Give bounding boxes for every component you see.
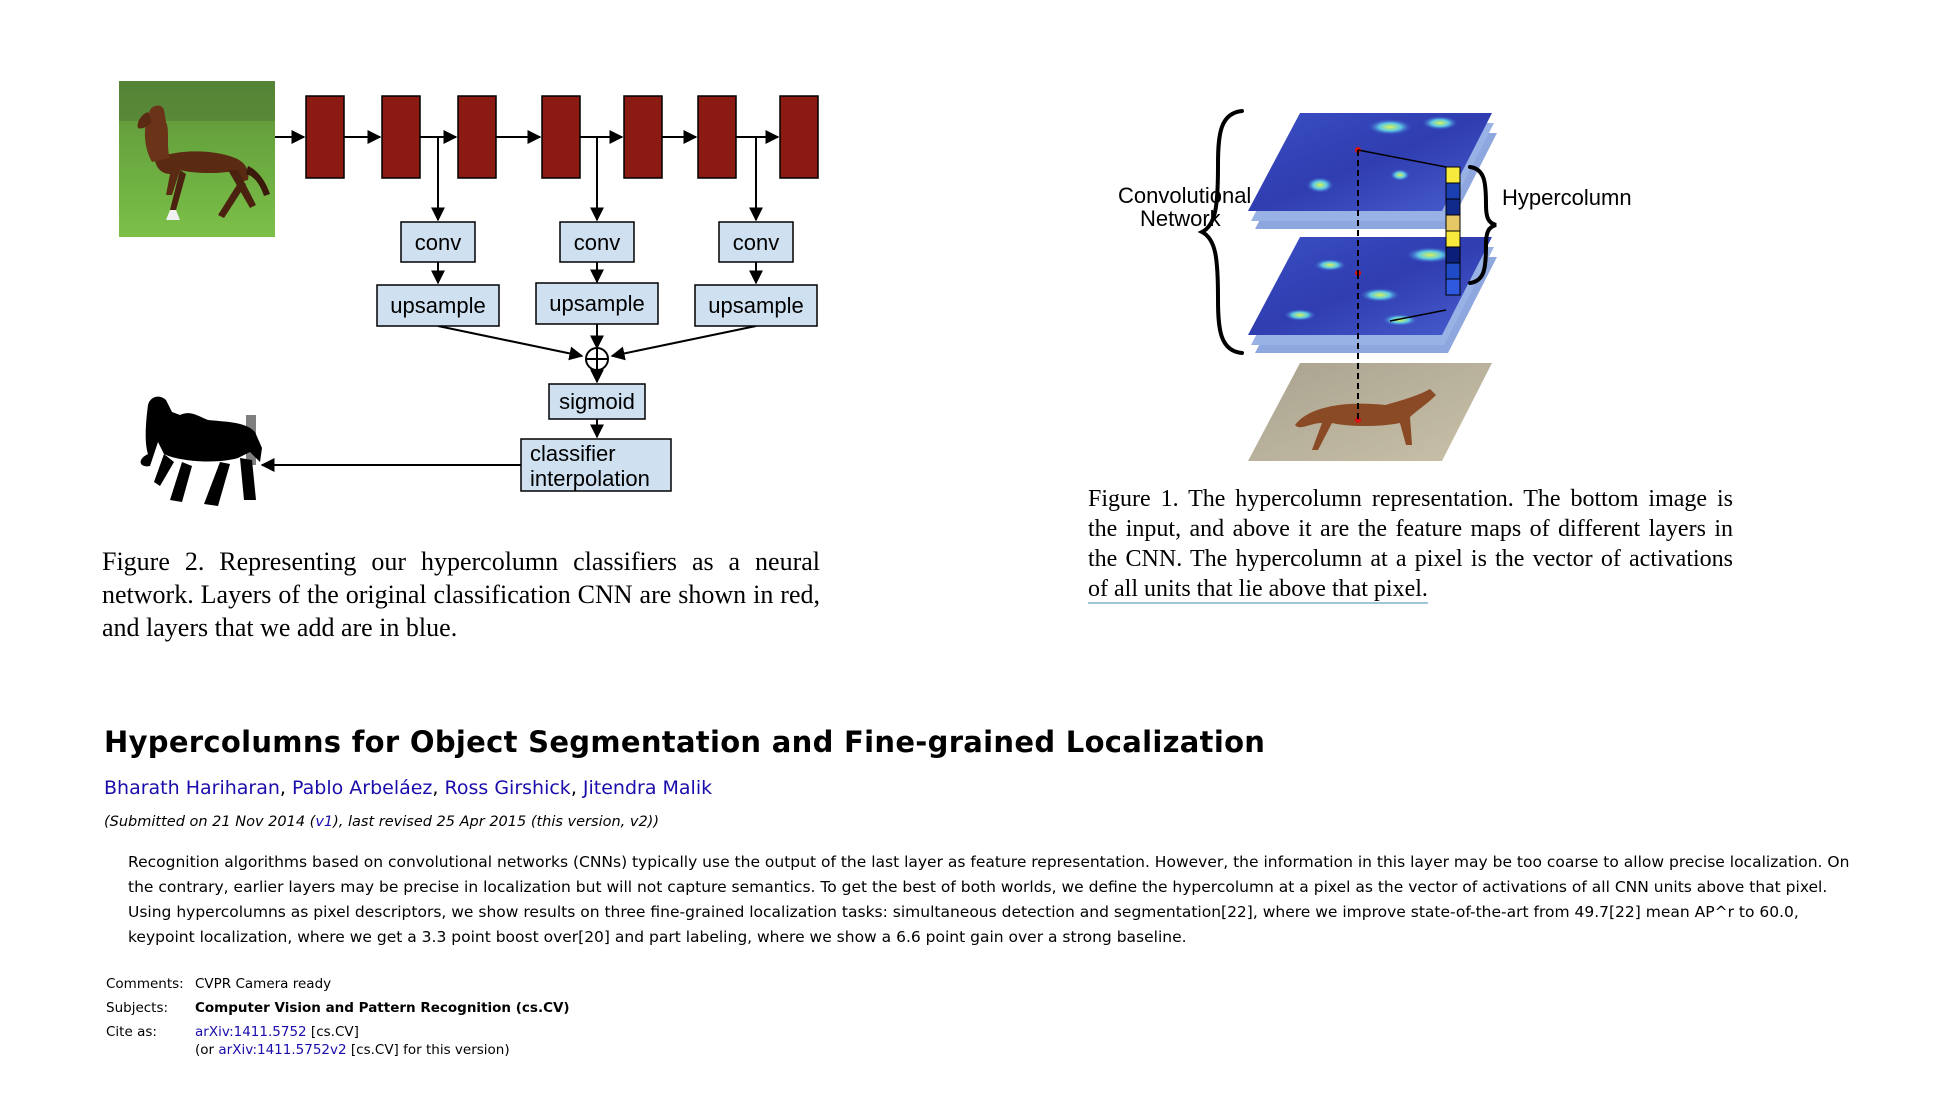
cnn-layer-7 — [779, 95, 819, 179]
cnn-layer-2 — [381, 95, 421, 179]
subjects-row: Subjects: Computer Vision and Pattern Re… — [106, 999, 570, 1023]
subjects-label: Subjects: — [106, 1000, 169, 1016]
author-list: Bharath Hariharan, Pablo Arbeláez, Ross … — [104, 777, 712, 799]
author-separator: , — [432, 777, 445, 799]
cite-version-suffix: [cs.CV] for this version) — [346, 1042, 510, 1058]
cite-version-prefix: (or — [195, 1042, 219, 1058]
input-horse-image — [119, 81, 275, 237]
forward-arrows — [260, 130, 780, 472]
author-separator: , — [279, 777, 293, 799]
author-link-girshick[interactable]: Ross Girshick — [444, 777, 571, 799]
classifier-interpolation-box: classifier interpolation — [520, 438, 672, 492]
feature-maps-top — [1248, 113, 1497, 229]
cnn-layer-4 — [541, 95, 581, 179]
conv-box-3: conv — [718, 221, 794, 263]
cite-category: [cs.CV] — [306, 1024, 359, 1040]
cite-value: arXiv:1411.5752 [cs.CV] (or arXiv:1411.5… — [195, 1023, 570, 1065]
hypercolumn-connectors — [1357, 149, 1447, 322]
input-photo — [1248, 363, 1492, 461]
figure-1-diagram: Convolutional Network Hypercolumn — [1118, 109, 1632, 461]
upsample-label-2: upsample — [549, 291, 644, 316]
cnn-layer-5 — [623, 95, 663, 179]
cnn-layer-3 — [457, 95, 497, 179]
dateline-suffix: ), last revised 25 Apr 2015 (this versio… — [333, 814, 659, 830]
cnn-layer-6 — [697, 95, 737, 179]
cite-version-link[interactable]: arXiv:1411.5752v2 — [218, 1042, 347, 1058]
figure-1-caption-line-2: the input, and above it are the feature … — [1088, 516, 1733, 542]
comments-row: Comments: CVPR Camera ready — [106, 975, 570, 999]
interpolation-label: interpolation — [530, 466, 650, 491]
author-link-hariharan[interactable]: Bharath Hariharan — [104, 777, 280, 799]
sum-node — [585, 347, 609, 371]
figure-1-caption-line-3: the CNN. The hypercolumn at a pixel is t… — [1088, 546, 1733, 572]
convolutional-label: Convolutional — [1118, 183, 1251, 208]
classifier-label: classifier — [530, 441, 616, 466]
conv-label-2: conv — [574, 230, 620, 255]
subjects-value: Computer Vision and Pattern Recognition … — [195, 1000, 570, 1016]
upsample-label-3: upsample — [708, 293, 803, 318]
cnn-layer-1 — [305, 95, 345, 179]
hypercolumn-label: Hypercolumn — [1502, 185, 1632, 210]
cite-arxiv-link[interactable]: arXiv:1411.5752 — [195, 1024, 307, 1040]
cite-label: Cite as: — [106, 1024, 157, 1040]
upsample-label-1: upsample — [390, 293, 485, 318]
network-label: Network — [1140, 206, 1222, 231]
comments-value: CVPR Camera ready — [195, 976, 332, 992]
cite-row: Cite as: arXiv:1411.5752 [cs.CV] (or arX… — [106, 1023, 570, 1065]
braces — [1197, 109, 1497, 355]
sigmoid-label: sigmoid — [559, 389, 635, 414]
paper-title: Hypercolumns for Object Segmentation and… — [104, 725, 1266, 759]
conv-label-1: conv — [415, 230, 461, 255]
figure-1-caption-line-4: of all units that lie above that pixel. — [1088, 576, 1428, 604]
figure-2-caption: Figure 2. Representing our hypercolumn c… — [102, 547, 820, 642]
abstract-text: Recognition algorithms based on convolut… — [128, 853, 1850, 946]
sigmoid-box: sigmoid — [548, 383, 646, 420]
submission-dateline: (Submitted on 21 Nov 2014 (v1), last rev… — [104, 814, 659, 830]
comments-label: Comments: — [106, 976, 184, 992]
upsample-box-1: upsample — [376, 284, 500, 327]
dateline-prefix: (Submitted on 21 Nov 2014 ( — [104, 814, 316, 830]
conv-box-1: conv — [400, 221, 476, 263]
conv-box-2: conv — [559, 221, 635, 263]
output-horse-mask — [140, 396, 262, 506]
feature-maps-middle — [1248, 237, 1497, 353]
author-link-arbelaez[interactable]: Pablo Arbeláez — [292, 777, 433, 799]
conv-label-3: conv — [733, 230, 779, 255]
hypercolumn-vector — [1445, 166, 1461, 296]
figure-2-diagram: conv conv conv upsample upsample upsampl… — [119, 81, 819, 506]
figure-1-caption-line-1: Figure 1. The hypercolumn representation… — [1088, 486, 1733, 512]
metadata-table: Comments: CVPR Camera ready Subjects: Co… — [106, 975, 570, 1065]
figure-1-caption: Figure 1. The hypercolumn representation… — [1088, 484, 1733, 604]
author-separator: , — [570, 777, 583, 799]
author-link-malik[interactable]: Jitendra Malik — [582, 777, 713, 799]
cnn-layers — [305, 95, 819, 179]
upsample-box-3: upsample — [694, 284, 818, 327]
version-v1-link[interactable]: v1 — [315, 814, 334, 830]
upsample-box-2: upsample — [535, 282, 659, 325]
